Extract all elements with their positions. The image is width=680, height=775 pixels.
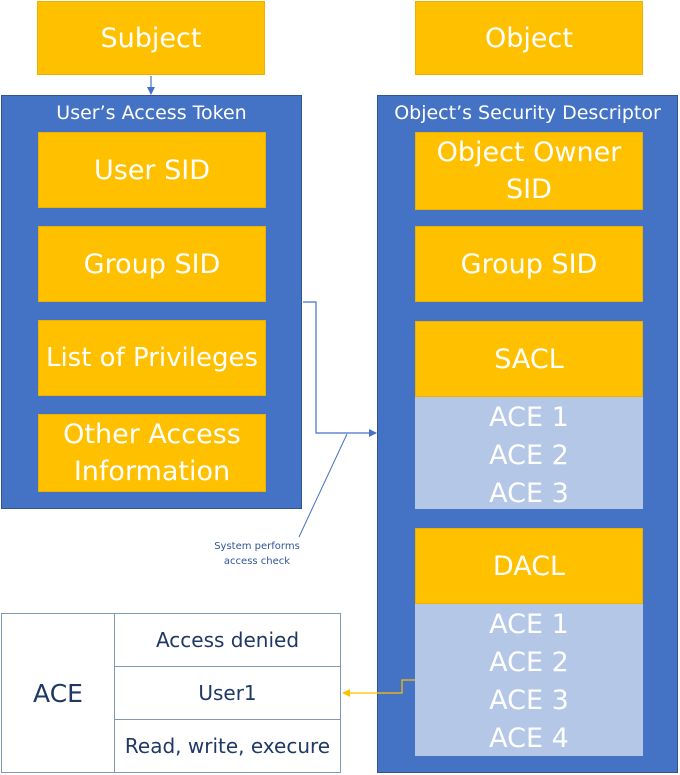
user-sid-label: User SID xyxy=(93,154,210,186)
owner-sid-label: Object Owner SID xyxy=(436,137,622,205)
access-check-note-line2: access check xyxy=(223,556,291,567)
sacl-ace-item: ACE 2 xyxy=(489,440,569,471)
ace-table-row: User1 xyxy=(115,667,340,720)
sacl-ace-list: ACE 1 ACE 2 ACE 3 xyxy=(415,397,643,509)
other-access-info-label: Other Access Information xyxy=(63,419,241,487)
sacl-header: SACL xyxy=(415,321,643,397)
security-descriptor-title: Object’s Security Descriptor xyxy=(394,102,661,124)
sacl-ace-item: ACE 3 xyxy=(489,478,569,509)
other-access-info-box: Other Access Information xyxy=(38,414,266,492)
dacl-ace-item: ACE 4 xyxy=(489,723,569,754)
ace-trustee-value: User1 xyxy=(198,681,257,705)
sacl-ace-item: ACE 1 xyxy=(489,402,569,433)
token-group-sid-label: Group SID xyxy=(83,248,221,280)
access-check-note-line1: System performs xyxy=(214,541,300,552)
access-check-note: System performs access check xyxy=(205,539,309,569)
ace-detail-arrow xyxy=(342,679,415,697)
user-sid-box: User SID xyxy=(38,132,266,208)
dacl-label: DACL xyxy=(492,550,566,582)
subject-label: Subject xyxy=(100,22,202,54)
ace-type-value: Access denied xyxy=(155,628,300,652)
token-group-sid-box: Group SID xyxy=(38,226,266,302)
ace-table-row: Read, write, execure xyxy=(115,720,340,772)
ace-table-label: ACE xyxy=(33,678,83,708)
dacl-ace-item: ACE 2 xyxy=(489,647,569,678)
ace-permissions-value: Read, write, execure xyxy=(124,734,331,758)
descriptor-group-sid-label: Group SID xyxy=(460,248,598,280)
object-label: Object xyxy=(485,22,573,54)
dacl-header: DACL xyxy=(415,528,643,604)
object-box: Object xyxy=(415,1,643,75)
ace-table-label-cell: ACE xyxy=(2,614,115,772)
ace-table: ACE Access denied User1 Read, write, exe… xyxy=(1,613,341,773)
dacl-ace-item: ACE 1 xyxy=(489,609,569,640)
ace-table-row: Access denied xyxy=(115,614,340,667)
subject-box: Subject xyxy=(37,1,265,75)
access-token-title: User’s Access Token xyxy=(56,102,247,124)
owner-sid-box: Object Owner SID xyxy=(415,132,643,210)
descriptor-group-sid-box: Group SID xyxy=(415,226,643,302)
sacl-label: SACL xyxy=(494,343,564,375)
privileges-box: List of Privileges xyxy=(38,320,266,396)
dacl-ace-list: ACE 1 ACE 2 ACE 3 ACE 4 xyxy=(415,604,643,756)
access-check-arrow xyxy=(303,301,377,437)
dacl-ace-item: ACE 3 xyxy=(489,685,569,716)
access-check-callout-line xyxy=(298,433,348,538)
privileges-label: List of Privileges xyxy=(45,342,259,373)
